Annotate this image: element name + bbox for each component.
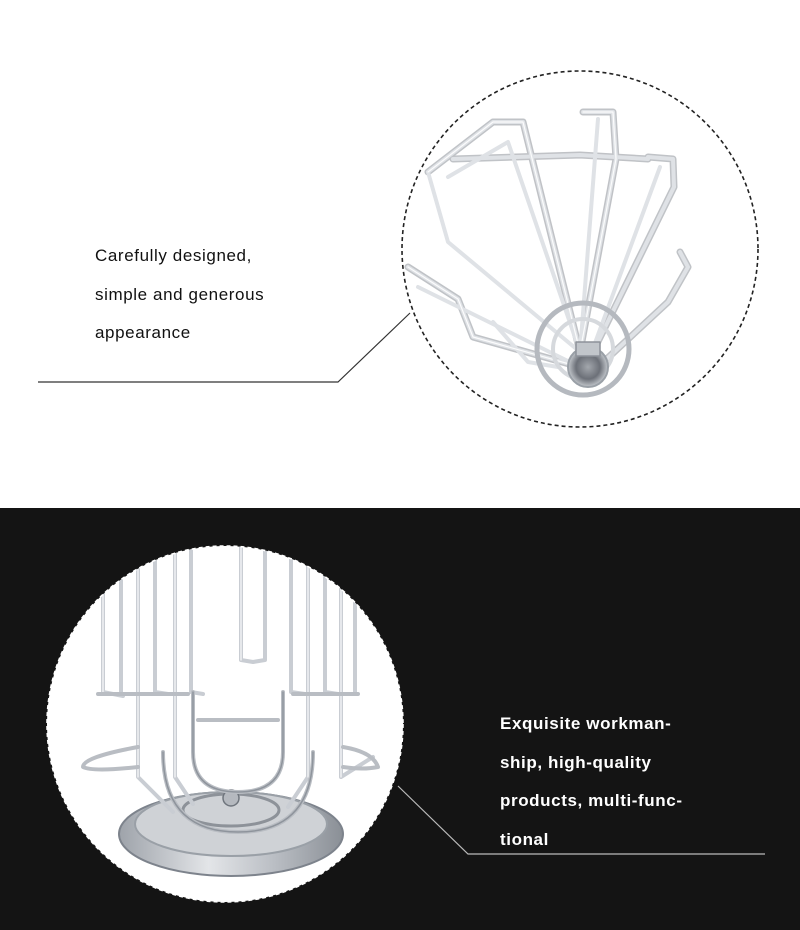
caption-line: products, multi-func- [500, 791, 683, 810]
product-closeup-top-view [401, 70, 759, 428]
caption-line: tional [500, 829, 549, 849]
feature-section-workmanship: Exquisite workman- ship, high-quality pr… [0, 508, 800, 930]
caption-line: simple and generous [95, 284, 265, 304]
caption-line: Carefully designed, [95, 246, 252, 265]
leader-line-bottom [397, 785, 765, 855]
caption-line: Exquisite workman- [500, 714, 672, 733]
leader-line-top [38, 312, 411, 383]
workmanship-caption: Exquisite workman- ship, high-quality pr… [500, 705, 683, 859]
caption-line: ship, high-quality [500, 752, 652, 772]
design-caption: Carefully designed, simple and generous … [95, 237, 264, 353]
feature-section-design: Carefully designed, simple and generous … [38, 70, 759, 428]
caption-line: appearance [95, 323, 191, 342]
product-closeup-side-view [46, 545, 404, 903]
